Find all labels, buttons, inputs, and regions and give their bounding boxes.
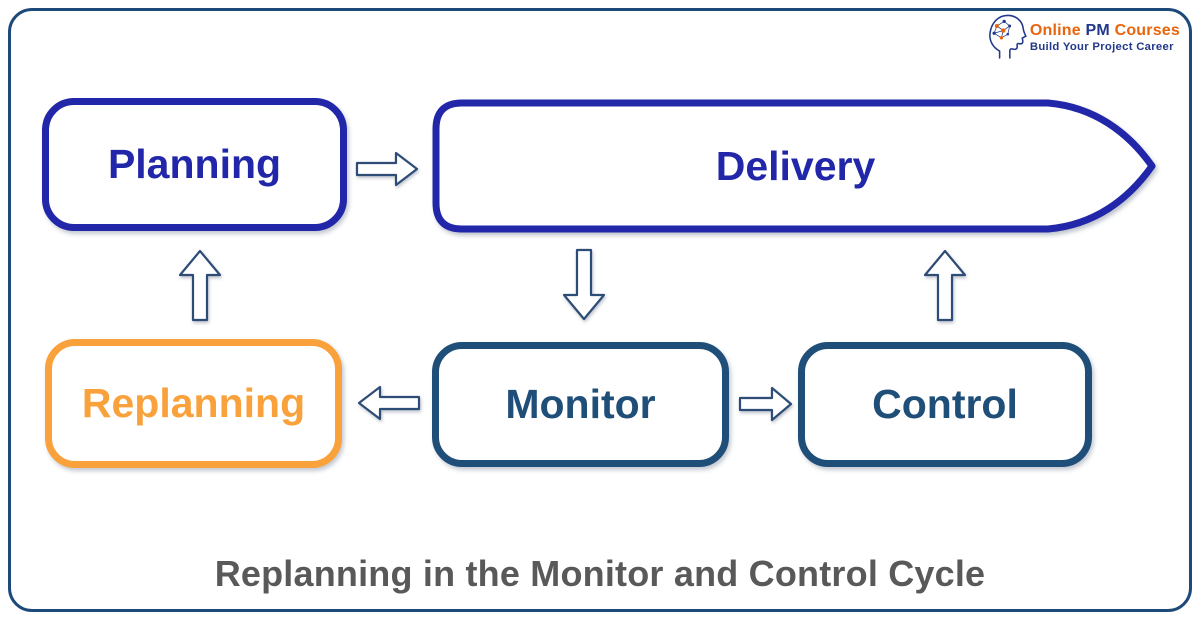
brand-logo: Online PM Courses Build Your Project Car… (985, 11, 1180, 66)
brand-name-pm: PM (1085, 22, 1110, 40)
node-replanning: Replanning (45, 339, 342, 468)
brand-name: Online PM Courses (1029, 22, 1180, 40)
node-planning-label: Planning (107, 141, 282, 187)
arrow-control-to-delivery-icon (921, 248, 969, 322)
brand-tagline: Build Your Project Career (1029, 40, 1174, 53)
arrow-replanning-to-planning-icon (176, 248, 224, 322)
brand-text: Online PM Courses Build Your Project Car… (1029, 22, 1180, 54)
head-network-icon (985, 11, 1027, 66)
arrow-delivery-to-monitor-icon (560, 248, 608, 322)
node-monitor: Monitor (432, 342, 729, 467)
node-control-label: Control (872, 381, 1018, 427)
node-delivery (428, 96, 1163, 236)
node-control: Control (798, 342, 1092, 467)
diagram-caption: Replanning in the Monitor and Control Cy… (214, 553, 986, 594)
arrow-monitor-to-replanning-icon (354, 383, 422, 423)
brand-name-online: Online (1029, 22, 1081, 40)
node-monitor-label: Monitor (505, 381, 656, 427)
node-planning: Planning (42, 98, 347, 231)
arrow-planning-to-delivery-icon (354, 149, 420, 189)
arrow-monitor-to-control-icon (737, 384, 794, 424)
node-replanning-label: Replanning (81, 380, 306, 426)
brand-name-courses: Courses (1114, 22, 1180, 40)
